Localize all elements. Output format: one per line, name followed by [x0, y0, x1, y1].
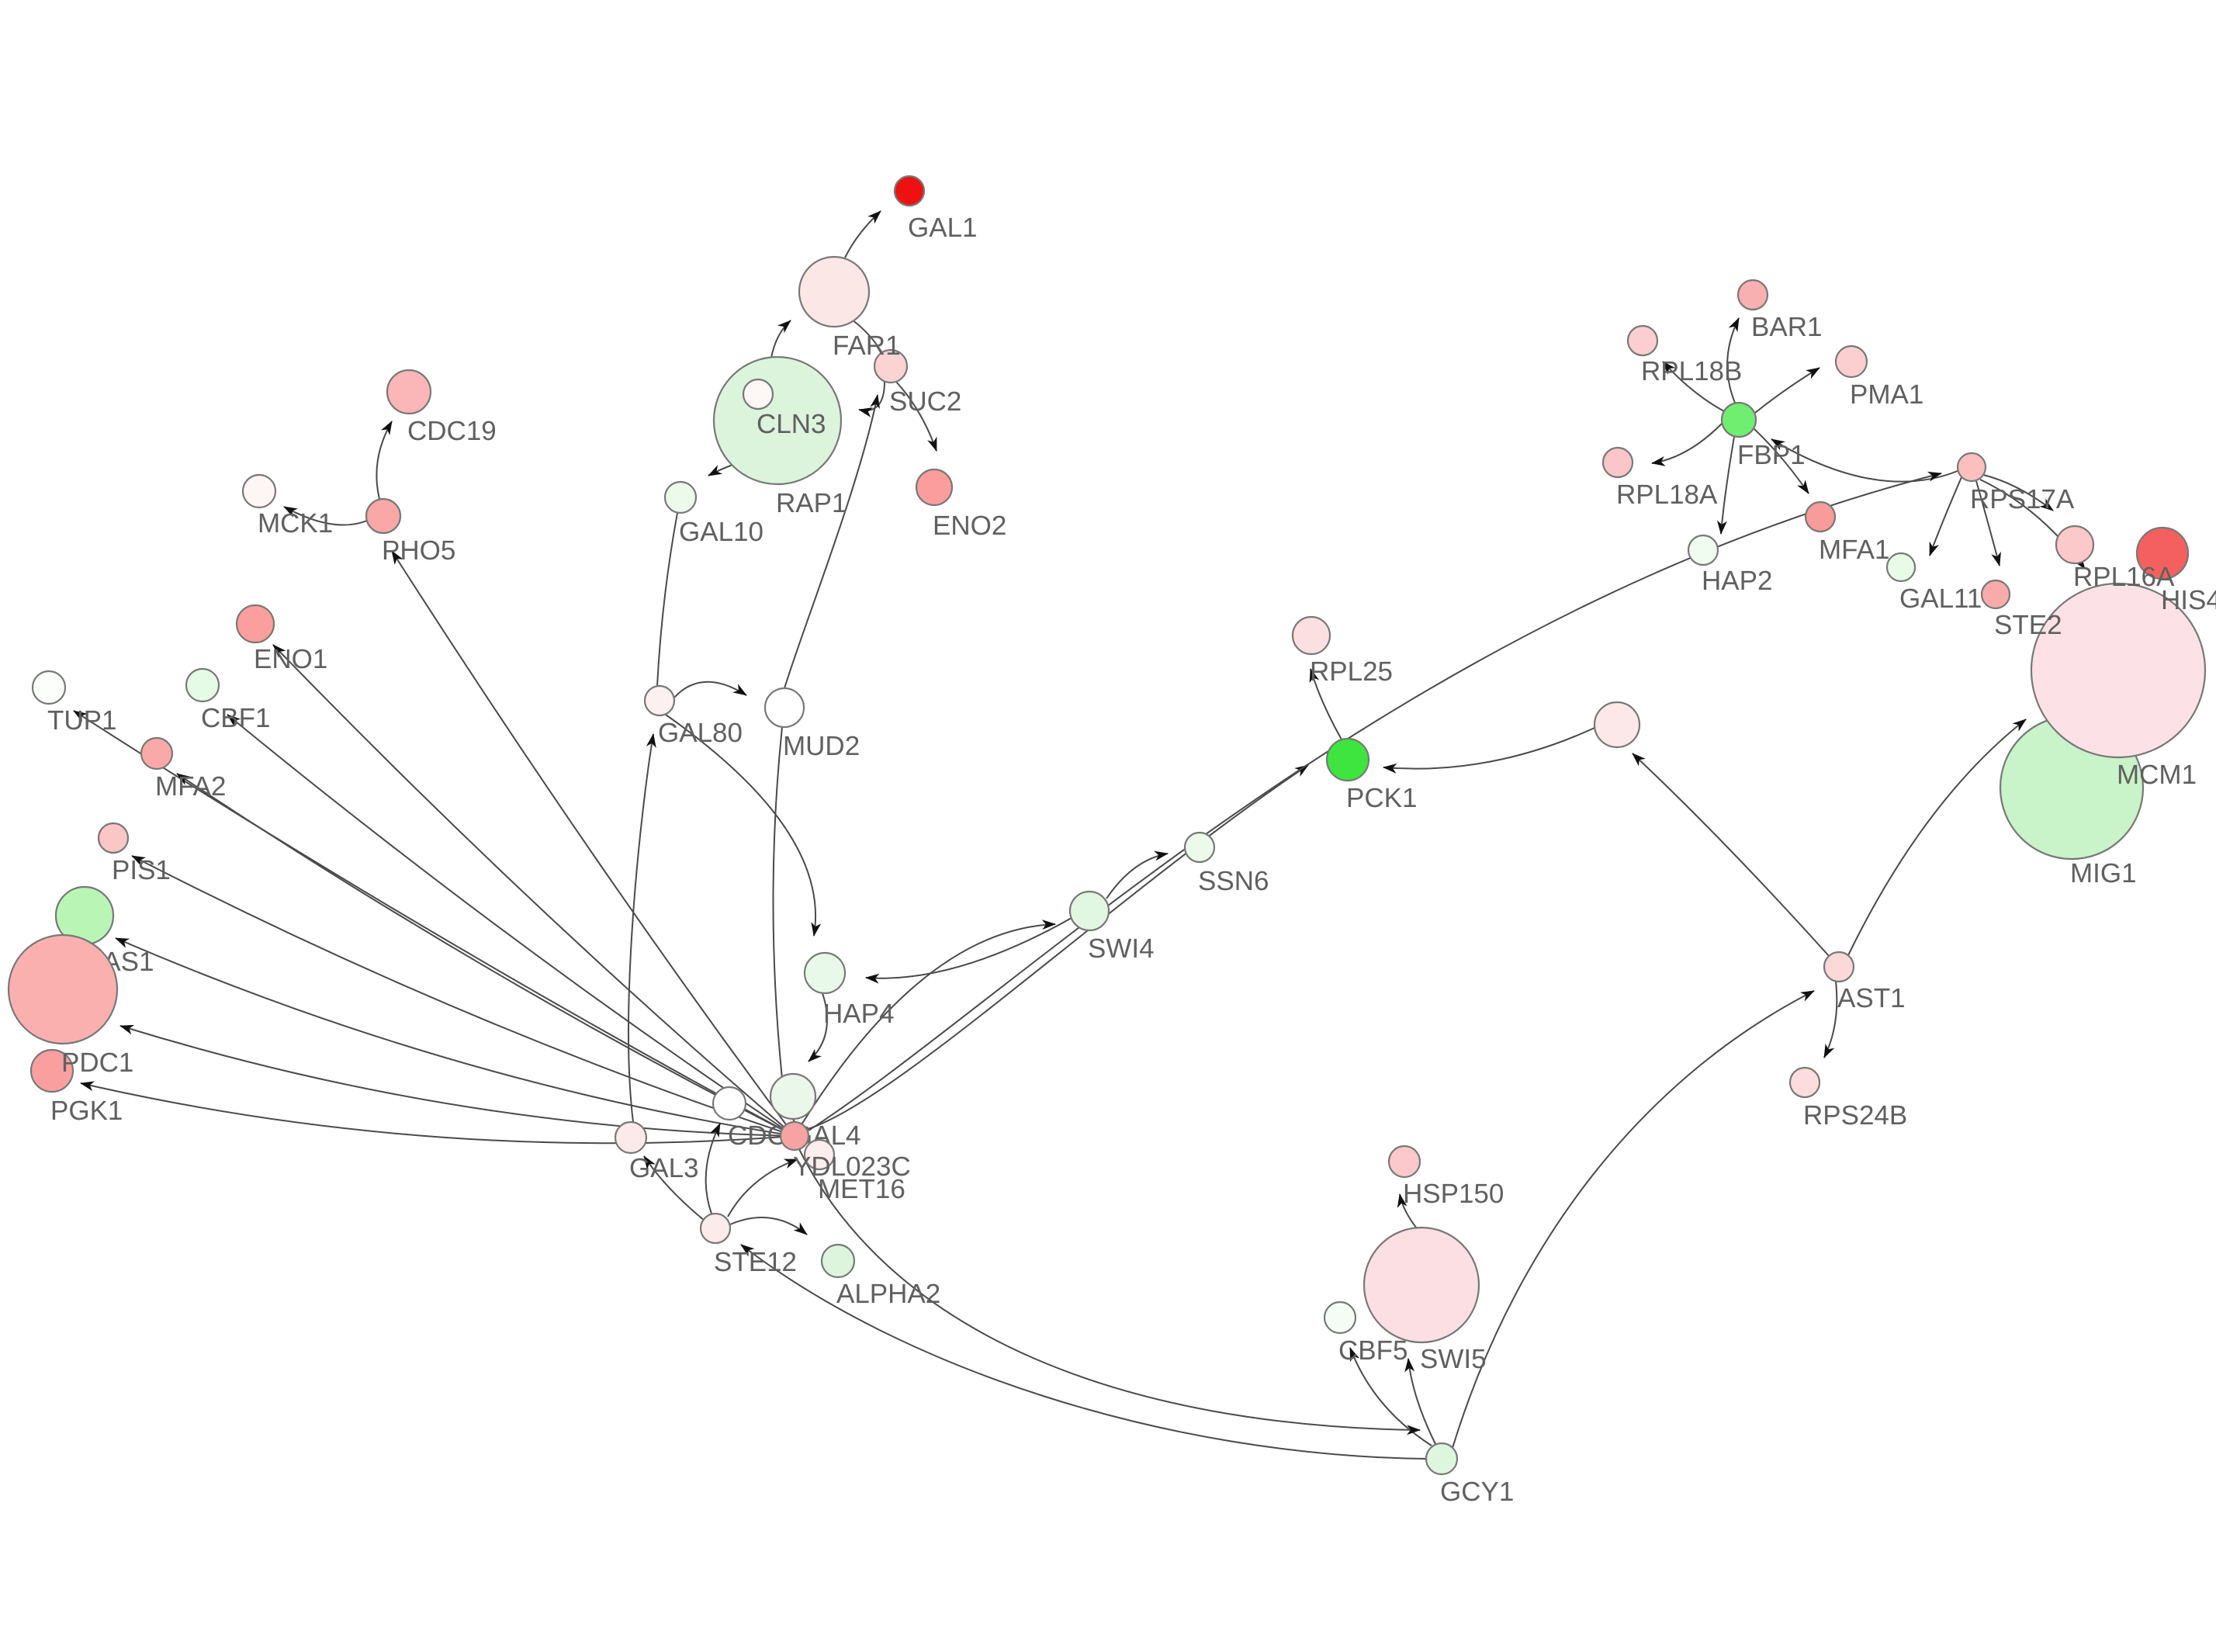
svg-text:CLN3: CLN3 — [757, 409, 826, 439]
svg-text:MET16: MET16 — [818, 1174, 905, 1204]
svg-text:AST1: AST1 — [1837, 983, 1906, 1013]
svg-text:RPL18B: RPL18B — [1641, 356, 1742, 386]
svg-text:CDC19: CDC19 — [407, 416, 497, 446]
svg-text:HAP4: HAP4 — [823, 999, 894, 1029]
svg-text:GAL11: GAL11 — [1899, 584, 1982, 614]
svg-text:SUC2: SUC2 — [889, 386, 961, 417]
svg-text:MCK1: MCK1 — [258, 508, 333, 539]
svg-text:ENO1: ENO1 — [254, 644, 327, 674]
svg-text:PDC1: PDC1 — [61, 1048, 133, 1078]
svg-text:SWI4: SWI4 — [1088, 933, 1155, 964]
svg-text:HIS4: HIS4 — [2161, 585, 2216, 615]
svg-text:GCY1: GCY1 — [1440, 1477, 1514, 1507]
svg-text:PMA1: PMA1 — [1850, 379, 1923, 410]
svg-text:GAL3: GAL3 — [629, 1153, 699, 1183]
svg-text:FAR1: FAR1 — [833, 331, 901, 361]
svg-text:RPL18A: RPL18A — [1616, 480, 1718, 510]
svg-text:GAL10: GAL10 — [679, 517, 763, 547]
svg-text:PIS1: PIS1 — [112, 855, 171, 885]
svg-text:FBP1: FBP1 — [1737, 440, 1806, 470]
svg-text:HSP150: HSP150 — [1403, 1179, 1504, 1209]
svg-text:MUD2: MUD2 — [783, 731, 860, 761]
svg-text:MIG1: MIG1 — [2070, 858, 2137, 888]
svg-text:RPS17A: RPS17A — [1970, 484, 2075, 514]
svg-text:MCM1: MCM1 — [2117, 760, 2197, 790]
svg-text:GAL80: GAL80 — [658, 718, 743, 748]
svg-text:BAR1: BAR1 — [1751, 312, 1822, 342]
svg-text:SWI5: SWI5 — [1420, 1344, 1487, 1374]
svg-text:HAP2: HAP2 — [1702, 566, 1772, 596]
svg-text:RPS24B: RPS24B — [1803, 1100, 1907, 1131]
svg-text:ENO2: ENO2 — [933, 511, 1006, 541]
svg-text:STE12: STE12 — [714, 1247, 797, 1277]
svg-text:PCK1: PCK1 — [1346, 783, 1417, 813]
svg-text:TUP1: TUP1 — [47, 705, 116, 736]
svg-text:PGK1: PGK1 — [50, 1096, 123, 1126]
svg-text:RPL25: RPL25 — [1310, 656, 1393, 687]
svg-text:ALPHA2: ALPHA2 — [836, 1279, 940, 1309]
svg-text:RAP1: RAP1 — [776, 488, 847, 518]
svg-text:YDL023C: YDL023C — [793, 1152, 911, 1182]
svg-text:GAL1: GAL1 — [908, 213, 978, 243]
svg-text:STE2: STE2 — [1994, 610, 2062, 640]
svg-text:CBF1: CBF1 — [201, 703, 270, 733]
svg-text:SSN6: SSN6 — [1198, 866, 1269, 896]
svg-text:MFA1: MFA1 — [1819, 535, 1889, 565]
svg-text:RPL16A: RPL16A — [2073, 562, 2175, 592]
svg-text:PHO5: PHO5 — [382, 535, 455, 566]
svg-text:MFA2: MFA2 — [155, 771, 226, 802]
svg-text:CBF5: CBF5 — [1338, 1335, 1408, 1366]
